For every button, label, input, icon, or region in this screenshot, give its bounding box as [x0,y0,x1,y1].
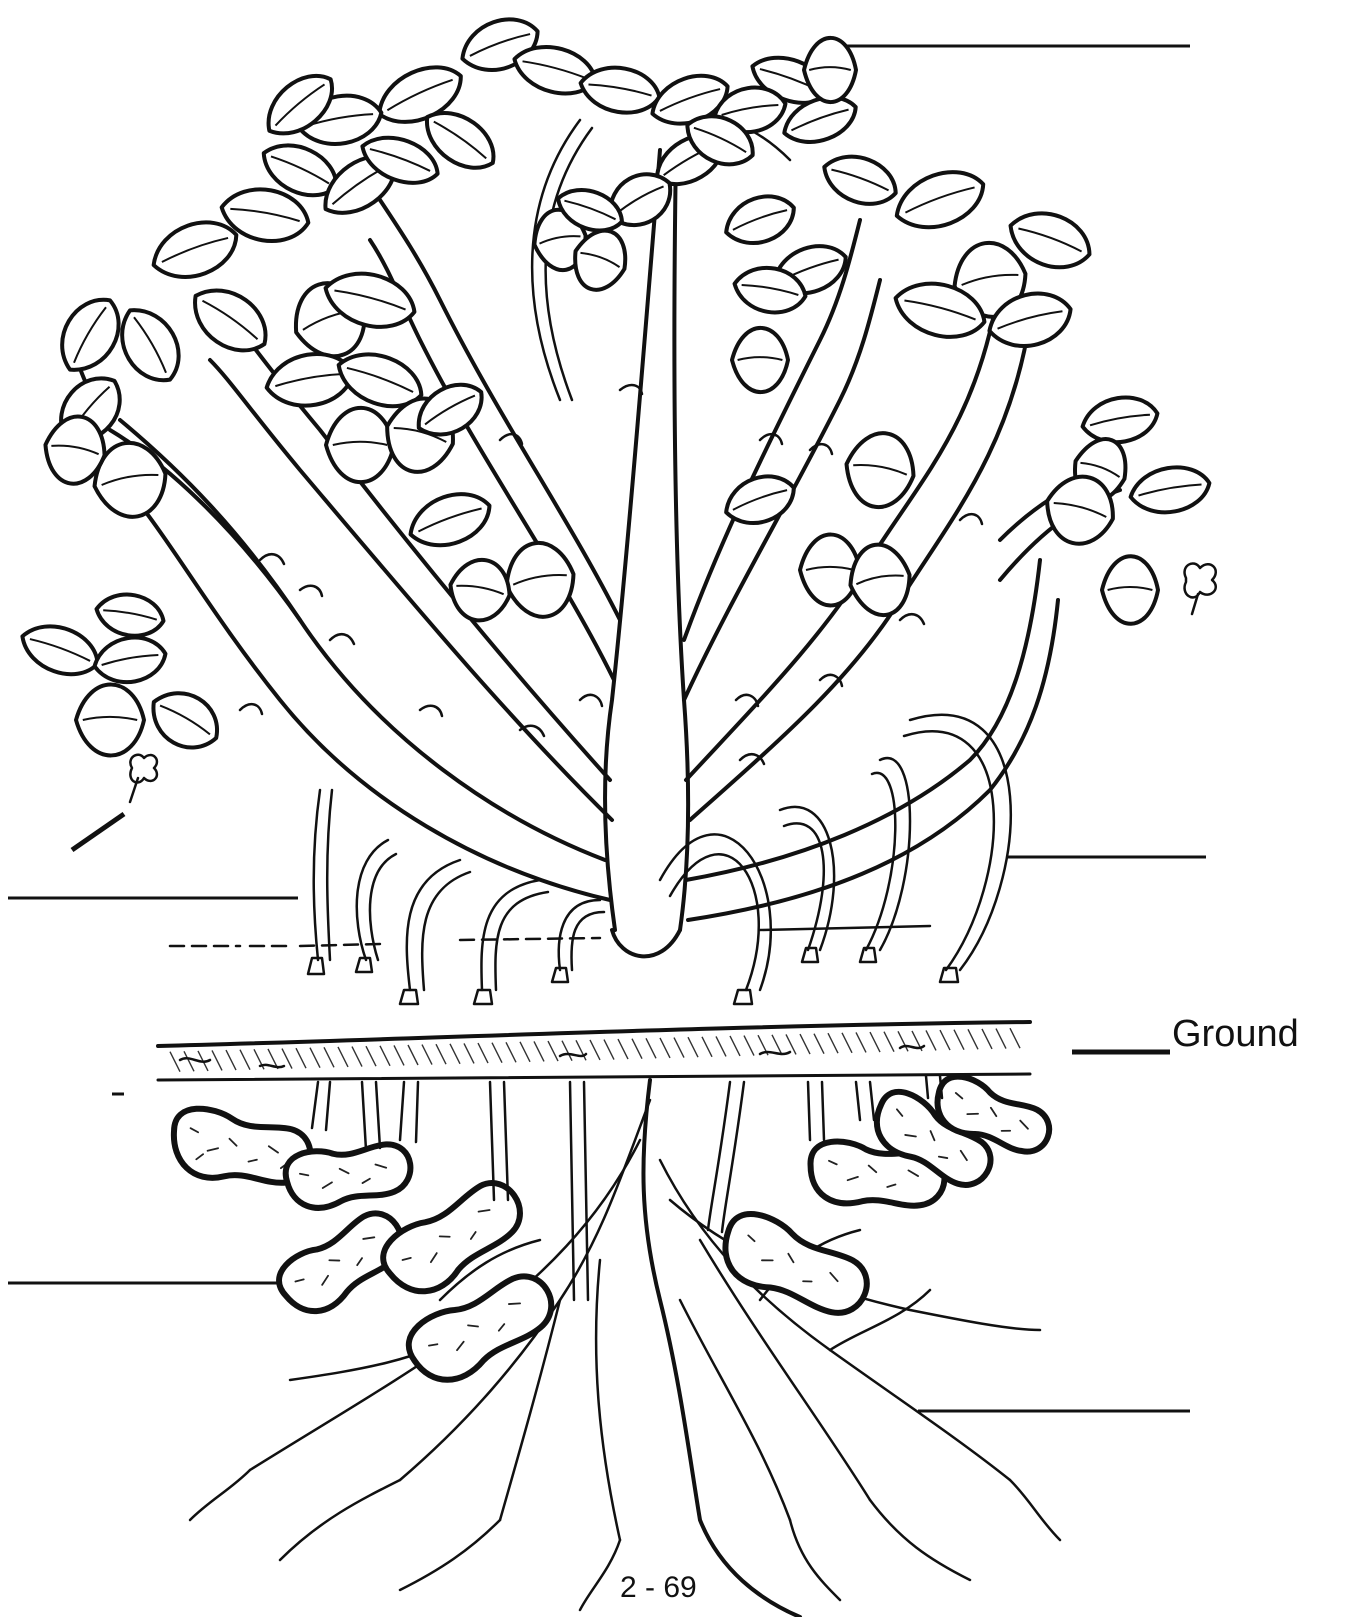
hatch-stroke [212,1050,222,1070]
leaflet [817,146,903,213]
hatch-stroke [590,1040,600,1060]
hatch-stroke [226,1050,236,1070]
hatch-stroke [352,1047,362,1067]
hatch-stroke [982,1029,992,1049]
leaflet [108,298,192,393]
ground-layer [158,1022,1030,1080]
leaflet [888,160,992,239]
hatch-stroke [856,1032,866,1052]
leaflet [91,632,170,688]
hatch-stroke [380,1046,390,1066]
hatch-stroke [492,1043,502,1063]
pod [713,1206,878,1325]
hatch-stroke [324,1047,334,1067]
leaflet [181,275,279,365]
hatch-stroke [422,1045,432,1065]
leaflet [326,408,394,482]
hatch-stroke [240,1050,250,1070]
hatch-stroke [450,1044,460,1064]
hatch-stroke [562,1041,572,1061]
hatch-stroke [702,1037,712,1057]
hatch-stroke [184,1051,194,1071]
leaflet [500,538,580,623]
leaflet [1102,556,1158,624]
hatch-stroke [548,1041,558,1061]
hatch-stroke [632,1039,642,1059]
hatch-stroke [394,1045,404,1065]
hatch-stroke [506,1042,516,1062]
leaflet [93,589,167,641]
leaflet [76,685,144,756]
leaflet [732,328,788,392]
hatch-stroke [520,1042,530,1062]
hatch-stroke [674,1038,684,1058]
hatch-stroke [646,1038,656,1058]
hatch-stroke [688,1037,698,1057]
page-number: 2 - 69 [620,1571,697,1604]
leaflet [1079,392,1161,448]
hatch-stroke [464,1043,474,1063]
flower-pointer-stroke [72,814,124,850]
leaflet [1127,461,1213,518]
hatch-stroke [660,1038,670,1058]
hatch-stroke [828,1033,838,1053]
hatch-stroke [576,1040,586,1060]
flower-left [130,755,157,802]
hatch-stroke [870,1032,880,1052]
hatch-stroke [478,1043,488,1063]
hatch-stroke [814,1034,824,1054]
ground-label: Ground [1172,1013,1299,1055]
hatch-stroke [310,1048,320,1068]
hatch-stroke [534,1041,544,1061]
hatch-stroke [436,1044,446,1064]
hatch-stroke [618,1039,628,1059]
hatch-stroke [716,1036,726,1056]
hatch-stroke [800,1034,810,1054]
hatch-stroke [170,1052,180,1072]
hatch-stroke [968,1029,978,1049]
leaflet [402,483,497,556]
hatch-stroke [604,1040,614,1060]
ground-hatching [170,1028,1020,1072]
hatch-stroke [926,1030,936,1050]
hatch-stroke [296,1048,306,1068]
leaflet [141,680,229,760]
leaflet [445,555,515,625]
leaflet [48,288,132,383]
hatch-stroke [884,1032,894,1052]
hatch-stroke [1010,1028,1020,1048]
flower-right [1185,563,1216,614]
leaflet [15,616,105,685]
peanut-pods [168,1070,1057,1393]
hatch-stroke [366,1046,376,1066]
flowers [130,563,1216,802]
leaflet [804,38,856,102]
hatch-stroke [408,1045,418,1065]
hatch-stroke [730,1036,740,1056]
hatch-stroke [338,1047,348,1067]
hatch-stroke [842,1033,852,1053]
leaflet [719,187,802,253]
hatch-stroke [744,1036,754,1056]
hatch-stroke [954,1030,964,1050]
leaves [15,9,1213,760]
hatch-stroke [996,1029,1006,1049]
hatch-stroke [940,1030,950,1050]
